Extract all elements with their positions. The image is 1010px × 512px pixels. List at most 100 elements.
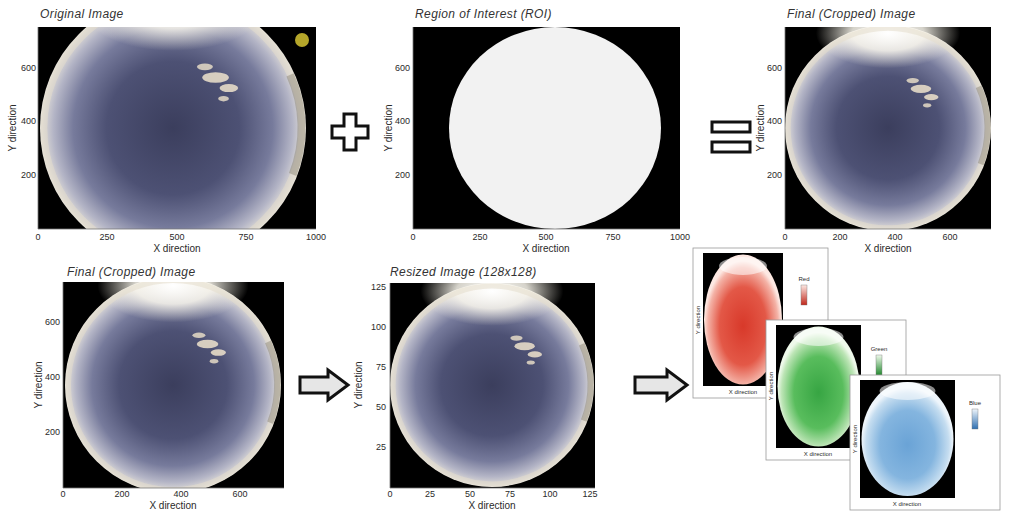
tick-label: 200 [767, 171, 782, 181]
tick-label: 750 [605, 233, 620, 243]
axis-line [390, 283, 595, 488]
tick-label: 0 [387, 490, 392, 500]
tick-label: 0 [410, 233, 415, 243]
tick-label: 0 [35, 233, 40, 243]
axis-label: Y direction [353, 361, 364, 408]
tick-label: 600 [767, 64, 782, 74]
axis-line [63, 282, 284, 488]
sun-glare [880, 382, 936, 400]
colorbar-label: Green [871, 346, 888, 353]
tick-label: 500 [538, 233, 553, 243]
tick-label: 400 [887, 233, 902, 243]
block-arrow [300, 370, 348, 400]
axis-line [785, 27, 991, 229]
tick-label: 400 [21, 117, 36, 127]
tick-label: 125 [371, 283, 386, 293]
image-panel: Final (Cropped) Image Y direction X direct… [30, 264, 295, 512]
image-panel: Resized Image (128x128) Y direction X dire… [350, 264, 602, 512]
axis-label: Y direction [7, 104, 18, 151]
tick-label: 600 [942, 233, 957, 243]
tick-label: 25 [376, 443, 386, 453]
equals-symbol [712, 122, 750, 132]
axis-label: X direction [468, 500, 515, 511]
tick-label: 25 [425, 490, 435, 500]
plus-symbol [332, 114, 368, 150]
tick-label: 75 [505, 490, 515, 500]
sky-image [390, 283, 594, 487]
tick-label: 200 [45, 428, 60, 438]
tick-label: 200 [832, 233, 847, 243]
block-arrow [635, 370, 687, 400]
channel-card [850, 375, 1000, 510]
panel-title: Original Image [40, 8, 124, 21]
image-panel: Original Image Y direction X direction 0 250… [4, 6, 332, 256]
tick-label: 600 [45, 318, 60, 328]
tick-label: 1000 [670, 233, 690, 243]
image-ground [860, 380, 955, 498]
channel-panel: Y direction X direction Green [766, 320, 906, 460]
channel-panel: Y direction X direction Red [693, 248, 828, 398]
axis-label: X direction [893, 501, 921, 508]
tick-label: 250 [472, 233, 487, 243]
tick-label: 600 [21, 64, 36, 74]
image-ground [776, 325, 861, 448]
colorbar [876, 355, 882, 375]
tick-label: 50 [376, 403, 386, 413]
tick-label: 400 [45, 373, 60, 383]
tick-label: 100 [371, 323, 386, 333]
sun-glare [794, 328, 844, 346]
axis-label: Y direction [755, 104, 766, 151]
tick-label: 0 [782, 233, 787, 243]
tick-label: 100 [542, 490, 557, 500]
axis-label: Y direction [383, 104, 394, 151]
tick-label: 500 [169, 233, 184, 243]
axis-label: X direction [522, 243, 569, 254]
axis-label: Y direction [852, 425, 859, 453]
panel-title: Resized Image (128x128) [390, 266, 537, 279]
axis-label: Y direction [33, 361, 44, 408]
axis-label: Y direction [768, 372, 775, 400]
tick-label: 750 [238, 233, 253, 243]
sky-image [65, 282, 281, 488]
axis-label: X direction [153, 243, 200, 254]
image-ground [413, 27, 680, 229]
colorbar-label: Red [798, 276, 809, 283]
tick-label: 75 [376, 363, 386, 373]
axis-label: Y direction [695, 306, 702, 334]
colorbar [801, 285, 807, 305]
axis-label: X direction [804, 451, 832, 458]
tick-label: 200 [21, 171, 36, 181]
blue-channel-image [862, 382, 954, 496]
equals-symbol [712, 142, 750, 152]
fisheye-sky [65, 282, 281, 488]
sky-image [785, 27, 991, 229]
panel-title: Final (Cropped) Image [67, 266, 195, 279]
tick-label: 1000 [306, 233, 326, 243]
tick-label: 125 [582, 490, 597, 500]
tick-label: 400 [767, 117, 782, 127]
fisheye-sky [40, 27, 306, 229]
axis-line [38, 27, 316, 229]
tick-label: 200 [395, 171, 410, 181]
tick-label: 600 [232, 490, 247, 500]
axis-line [413, 27, 680, 229]
colorbar-label: Blue [969, 400, 981, 407]
tick-label: 200 [114, 490, 129, 500]
axis-label: X direction [864, 243, 911, 254]
image-panel: Region of Interest (ROI) Y direction X dir… [380, 6, 695, 256]
green-channel-image [778, 327, 860, 447]
fisheye-sky [390, 283, 594, 487]
sun-marker [295, 33, 309, 47]
panel-title: Region of Interest (ROI) [415, 8, 552, 21]
axis-label: X direction [729, 389, 757, 396]
colorbar [972, 409, 978, 429]
tick-label: 400 [395, 117, 410, 127]
tick-label: 50 [465, 490, 475, 500]
tick-label: 250 [99, 233, 114, 243]
fisheye-sky [785, 27, 991, 229]
sun-glare [719, 257, 767, 275]
tick-label: 600 [395, 64, 410, 74]
axis-label: X direction [149, 500, 196, 511]
